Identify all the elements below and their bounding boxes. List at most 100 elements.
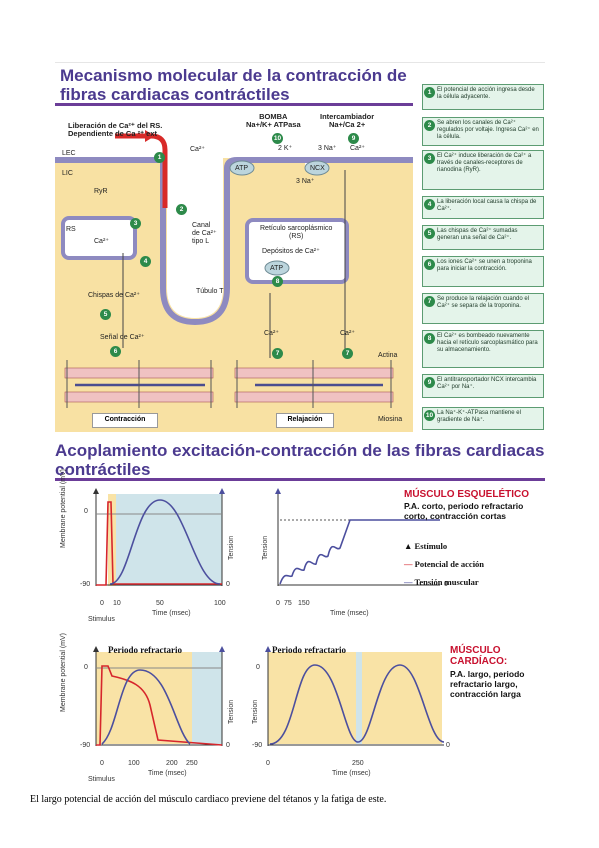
g1-y90: -90 [80,581,91,588]
exchanger-label-line1: Intercambiador [320,112,375,121]
g3-tick-250: 250 [186,760,198,767]
g3-tick-0: 0 [100,760,104,767]
atp-sr-label: ATP [270,265,284,272]
step-number: 10 [424,410,435,421]
legend-ap: — Potencial de acción [404,559,485,569]
pump-label: BOMBA Na+/K+ ATPasa [246,113,301,129]
step-text: La Na⁺-K⁺-ATPasa mantiene el gradiente d… [437,410,521,423]
sparks-label: Chispas de Ca²⁺ [88,292,140,299]
g1-xlabel: Time (msec) [152,610,191,617]
step-text: El potencial de acción ingresa desde la … [437,87,535,100]
relaxation-tag: Relajación [276,413,334,428]
marker-10: 10 [272,133,283,144]
g2-tick-0: 0 [276,600,280,607]
actin-label: Actina [378,352,398,359]
step-text: Se produce la relajación cuando el Ca²⁺ … [437,296,530,309]
pump-label-line2: Na+/K+ ATPasa [246,120,301,129]
g1-ylabel-right: Tension [228,535,235,560]
step-number: 1 [424,87,435,98]
step-text: La liberación local causa la chispa de C… [437,199,537,212]
rs-label: RS [66,226,76,233]
g1-stimulus: Stimulus [88,616,115,623]
g2-tick-75: 75 [284,600,292,607]
section2-title-line1: Acoplamiento excitación-contracción de l… [55,441,545,460]
step-number: 2 [424,120,435,131]
graph-cardiac-ap [93,646,225,746]
ca-label-top: Ca²⁺ [190,146,205,153]
ca-label-ncx: Ca²⁺ [350,145,365,152]
g3-ylabel-right: Tension [228,699,235,724]
legend-tension: — Tensión muscular [404,577,479,587]
channel-label: Canal de Ca²⁺ tipo L [192,222,217,246]
cardiac-title-line1: MÚSCULO [450,645,501,656]
deposits-label: Depósitos de Ca²⁺ [262,248,320,255]
lic-label: LIC [62,170,73,177]
g1-y0: 0 [84,508,88,515]
section1-rule [55,103,413,106]
marker-7b: 7 [342,348,353,359]
g3-yright0: 0 [226,742,230,749]
legend-tension-text: Tensión muscular [414,577,479,587]
step-number: 6 [424,259,435,270]
lec-label: LEC [62,150,76,157]
skeletal-title: MÚSCULO ESQUELÉTICO [404,489,530,500]
step-number: 5 [424,228,435,239]
release-label: Liberación de Ca²⁺ del RS. Dependiente d… [68,122,162,138]
g1-yright0: 0 [226,581,230,588]
g4-xlabel: Time (msec) [332,770,371,777]
section1-title-line2: fibras cardiacas contráctiles [60,85,290,104]
marker-8: 8 [272,276,283,287]
g4-y90: -90 [252,742,263,749]
skeletal-desc: P.A. corto, periodo refractario corto, c… [404,501,524,521]
legend-stimulus: ▲ Estímulo [404,541,448,551]
g4-tick-250: 250 [352,760,364,767]
marker-5: 5 [100,309,111,320]
na3-label: 3 Na⁺ [318,145,337,152]
section2-title: Acoplamiento excitación-contracción de l… [55,441,544,479]
g1-tick-10: 10 [113,600,121,607]
section2-title-line2: contráctiles [55,460,151,479]
sr-line1: Retículo sarcoplásmico [260,225,333,232]
tubule-label: Túbulo T [196,288,224,295]
caption: El largo potencial de acción del músculo… [30,794,387,805]
g3-y0: 0 [84,664,88,671]
marker-2: 2 [176,204,187,215]
g3-stimulus: Stimulus [88,776,115,783]
g3-y90: -90 [80,742,91,749]
exchanger-label-line2: Na+/Ca 2+ [328,120,366,129]
k2-label: 2 K⁺ [278,145,293,152]
step-text: El Ca²⁺ es bombeado nuevamente hacia el … [437,333,538,353]
marker-4: 4 [140,256,151,267]
myosin-label: Miosina [378,416,403,423]
g4-y0: 0 [256,664,260,671]
g2-tick-150: 150 [298,600,310,607]
g1-tick-0: 0 [100,600,104,607]
graph-cardiac-tension [265,646,445,746]
ryr-label: RyR [94,188,108,195]
na3b-label: 3 Na⁺ [296,178,315,185]
g3-xlabel: Time (msec) [148,770,187,777]
marker-3: 3 [130,218,141,229]
channel-line1: Canal [192,222,211,229]
cardiac-title: MÚSCULO CARDÍACO: [450,645,507,667]
section2-rule [55,478,545,481]
step-text: El Ca²⁺ induce liberación de Ca²⁺ a trav… [437,153,532,173]
step-text: Se abren los canales de Ca²⁺ regulados p… [437,120,539,140]
g1-tick-100: 100 [214,600,226,607]
step-text: El antitransportador NCX intercambia Ca²… [437,377,537,390]
g3-tick-100: 100 [128,760,140,767]
marker-9: 9 [348,133,359,144]
g4-refractory-label: Periodo refractario [272,645,347,655]
g3-tick-200: 200 [166,760,178,767]
pump-label-line1: BOMBA [259,112,288,121]
g1-tick-50: 50 [156,600,164,607]
release-label-line2: Dependiente de Ca ²⁺ ext [68,129,157,138]
g2-xlabel: Time (msec) [330,610,369,617]
graph-skeletal-ap [93,488,225,586]
g2-ylabel: Tension [262,535,269,560]
